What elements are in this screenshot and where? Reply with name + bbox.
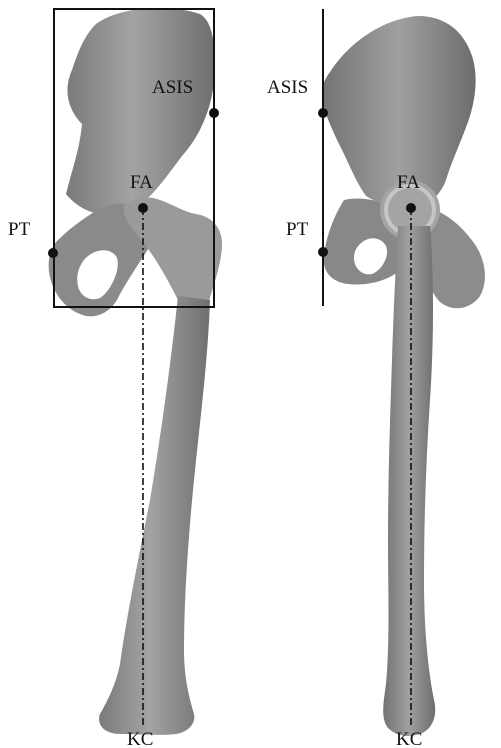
left-asis-point bbox=[209, 108, 219, 118]
right-pt-point bbox=[318, 247, 328, 257]
right-view: ASIS FA PT KC bbox=[267, 9, 485, 748]
right-fa-label: FA bbox=[397, 172, 420, 193]
left-view: ASIS FA PT KC bbox=[8, 8, 222, 748]
left-pt-label: PT bbox=[8, 219, 31, 240]
left-femur-shaft bbox=[99, 296, 210, 735]
left-fa-label: FA bbox=[130, 172, 153, 193]
right-pt-label: PT bbox=[286, 219, 309, 240]
right-asis-label: ASIS bbox=[267, 77, 308, 98]
right-asis-point bbox=[318, 108, 328, 118]
right-femur-shaft bbox=[383, 226, 435, 736]
right-fa-point bbox=[406, 203, 416, 213]
left-kc-label: KC bbox=[127, 729, 153, 748]
left-asis-label: ASIS bbox=[152, 77, 193, 98]
left-fa-point bbox=[138, 203, 148, 213]
left-pt-point bbox=[48, 248, 58, 258]
right-kc-label: KC bbox=[396, 729, 422, 748]
